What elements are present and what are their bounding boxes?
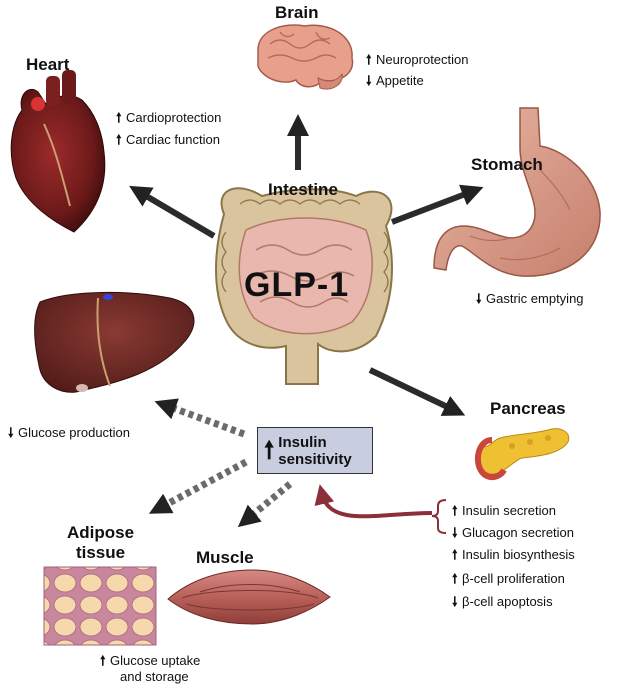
adipose-label-line1: Adipose (67, 523, 135, 542)
brain-label: Brain (275, 3, 319, 22)
brain-effect-2: 🠗Appetite (366, 73, 424, 88)
arrow-to-stomach (390, 184, 484, 225)
up-arrow-icon: 🠕 (264, 436, 275, 464)
dashed-arrow-to-adipose (148, 458, 248, 514)
muscle-label: Muscle (196, 548, 254, 567)
liver-effect-1: 🠗Glucose production (8, 425, 131, 440)
pancreas-effect-2: 🠗Glucagon secretion (452, 525, 575, 540)
pancreas-effect-3: 🠕Insulin biosynthesis (452, 547, 575, 562)
pancreas-illustration (474, 428, 570, 480)
muscle-fibers (181, 584, 319, 611)
insulin-sensitivity-box: 🠕 Insulin sensitivity (257, 427, 373, 474)
intestine-illustration (215, 187, 393, 385)
up-arrow-icon: 🠕 (452, 547, 458, 562)
stomach-illustration (433, 107, 601, 277)
down-arrow-icon: 🠗 (8, 425, 14, 440)
brain-illustration (257, 24, 354, 90)
up-arrow-icon: 🠕 (452, 503, 458, 518)
pancreas-label: Pancreas (490, 399, 566, 418)
stomach-label: Stomach (471, 155, 543, 174)
pancreas-effect-1: 🠕Insulin secretion (452, 503, 556, 518)
down-arrow-icon: 🠗 (476, 291, 482, 306)
down-arrow-icon: 🠗 (366, 73, 372, 88)
adipose-effect-1-cont: and storage (120, 669, 189, 684)
muscle-illustration (167, 569, 331, 625)
heart-label: Heart (26, 55, 70, 74)
adipose-effect-1: 🠕Glucose uptake (100, 653, 201, 668)
pancreas-effect-5: 🠗β-cell apoptosis (452, 594, 553, 609)
down-arrow-icon: 🠗 (452, 525, 458, 540)
heart-effect-2: 🠕Cardiac function (116, 132, 220, 147)
adipose-label: Adipose tissue (67, 523, 134, 563)
heart-effect-1: 🠕Cardioprotection (116, 110, 222, 125)
pancreas-feedback-arrow (314, 484, 433, 519)
adipose-tissue-illustration (43, 566, 157, 646)
up-arrow-icon: 🠕 (116, 110, 122, 125)
dashed-arrow-to-liver (154, 398, 246, 438)
pancreas-effect-4: 🠕β-cell proliferation (452, 571, 565, 586)
insulin-sensitivity-label: Insulin sensitivity (278, 433, 352, 468)
arrow-to-pancreas (368, 367, 466, 416)
brain-effect-1: 🠕Neuroprotection (366, 52, 469, 67)
liver-illustration (34, 291, 195, 393)
up-arrow-icon: 🠕 (100, 653, 106, 668)
up-arrow-icon: 🠕 (452, 571, 458, 586)
glp1-title: GLP-1 (244, 266, 350, 304)
up-arrow-icon: 🠕 (116, 132, 122, 147)
adipose-label-line2: tissue (75, 543, 126, 562)
stomach-effect-1: 🠗Gastric emptying (476, 291, 584, 306)
down-arrow-icon: 🠗 (452, 594, 458, 609)
arrow-to-heart (129, 185, 216, 239)
pancreas-effects-brace (431, 499, 447, 534)
up-arrow-icon: 🠕 (366, 52, 372, 67)
intestine-label: Intestine (268, 180, 338, 199)
heart-illustration (10, 70, 106, 233)
dashed-arrow-to-muscle (237, 481, 293, 528)
